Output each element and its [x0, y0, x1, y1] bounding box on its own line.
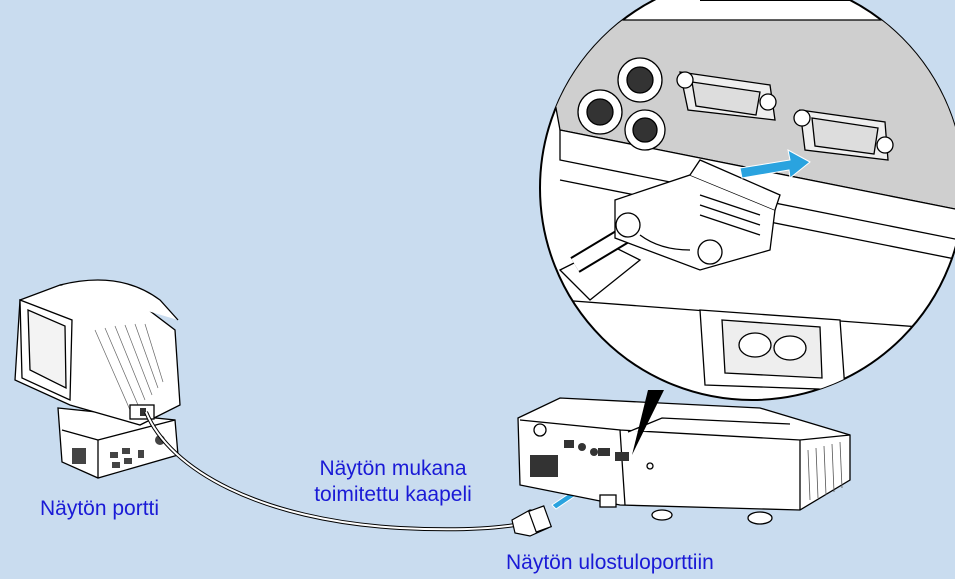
- magnifier-circle-icon: [539, 0, 955, 401]
- output-port-label: Näytön ulostuloporttiin: [506, 551, 714, 574]
- cable-label: Näytön mukana toimitettu kaapeli: [288, 456, 498, 508]
- vga-plug-small-icon: [511, 505, 553, 537]
- projector-icon: [517, 397, 851, 525]
- cable-label-line-1: Näytön mukana: [319, 457, 467, 480]
- cable-label-line-2: toimitettu kaapeli: [314, 483, 472, 506]
- insert-arrow-large: [739, 149, 811, 179]
- monitor-icon: [14, 279, 181, 479]
- monitor-port-label: Näytön portti: [40, 497, 160, 520]
